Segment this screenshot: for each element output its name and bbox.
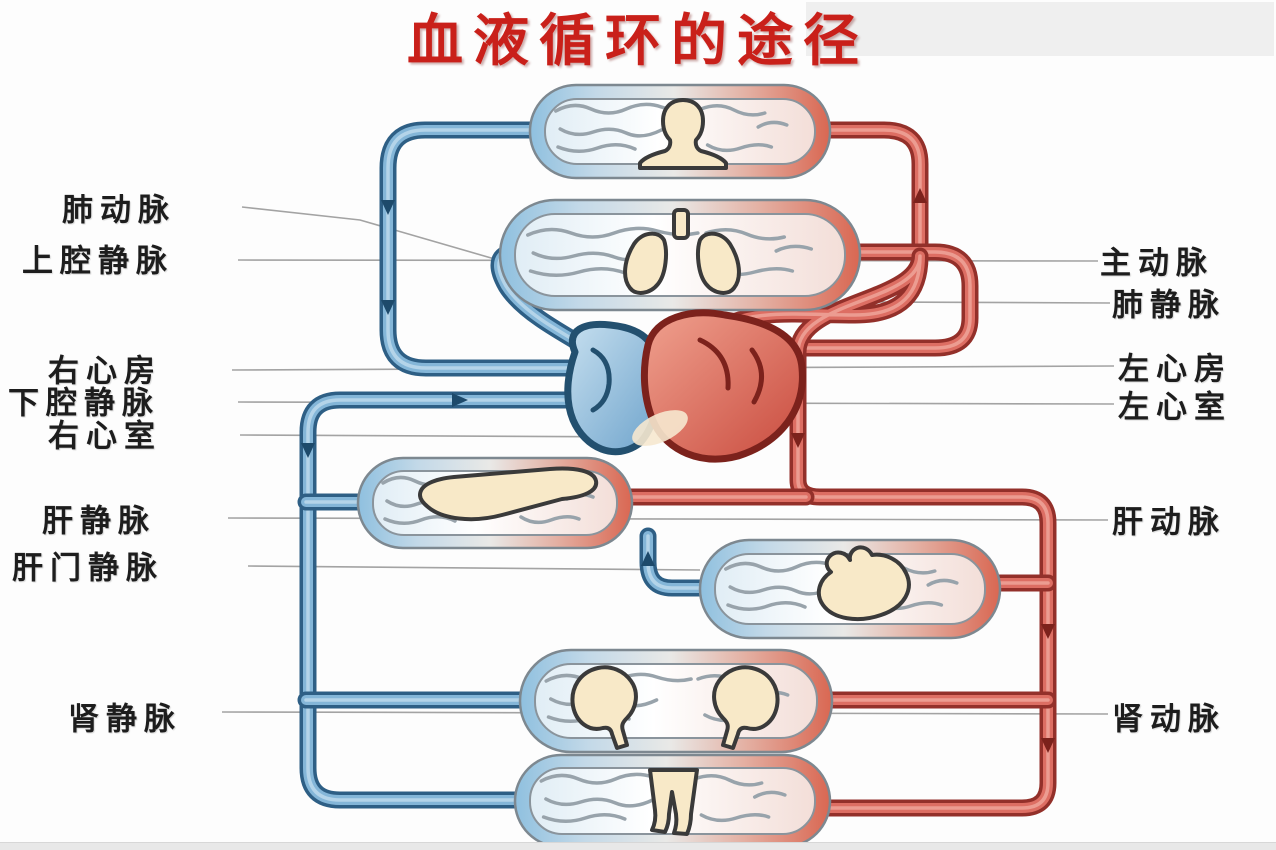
label-aorta: 主动脉 <box>1100 245 1214 282</box>
stomach-capsule <box>698 538 1002 640</box>
lungs-icon <box>623 208 741 295</box>
title-highlight-band <box>806 2 1274 56</box>
label-renal-artery: 肾动脉 <box>1112 701 1226 738</box>
superior-vena-cava-vessel <box>379 121 581 377</box>
kidney-icon-left <box>570 665 638 750</box>
label-superior-vena-cava: 上腔静脉 <box>22 243 174 280</box>
head-icon <box>638 98 728 170</box>
inferior-vena-cava-vessel <box>299 391 577 809</box>
label-hepatic-portal-vein: 肝门静脉 <box>12 550 164 587</box>
heart-illustration <box>564 309 806 463</box>
liver-icon <box>418 466 599 522</box>
kidneys-capsule <box>518 648 834 754</box>
label-left-atrium: 左心房 <box>1118 351 1232 388</box>
label-right-ventricle: 右心室 <box>48 418 162 455</box>
legs-icon <box>648 768 699 836</box>
label-hepatic-artery: 肝动脉 <box>1112 504 1226 541</box>
stomach-icon <box>816 545 911 622</box>
carotid-artery-vessel <box>817 121 929 265</box>
heart-apex-highlight <box>632 410 688 446</box>
kidney-icon-right <box>712 665 780 750</box>
label-pulmonary-artery: 肺动脉 <box>62 192 176 229</box>
photo-bottom-edge <box>0 842 1276 850</box>
label-inferior-vena-cava: 下腔静脉 <box>8 385 160 422</box>
label-renal-vein: 肾静脉 <box>68 701 182 738</box>
legs-capsule <box>513 753 832 849</box>
label-right-atrium: 右心房 <box>48 353 162 390</box>
label-pulmonary-vein: 肺静脉 <box>1112 287 1226 324</box>
flow-direction-arrows <box>301 188 1055 753</box>
label-hepatic-vein: 肝静脉 <box>42 503 156 540</box>
head-capsule <box>528 83 832 180</box>
lungs-capsule <box>498 198 862 312</box>
pulmonary-vein-vessel <box>786 243 979 357</box>
page-title: 血液循环的途径 <box>407 9 869 74</box>
label-left-ventricle: 左心室 <box>1118 389 1232 426</box>
liver-capsule <box>356 456 634 550</box>
